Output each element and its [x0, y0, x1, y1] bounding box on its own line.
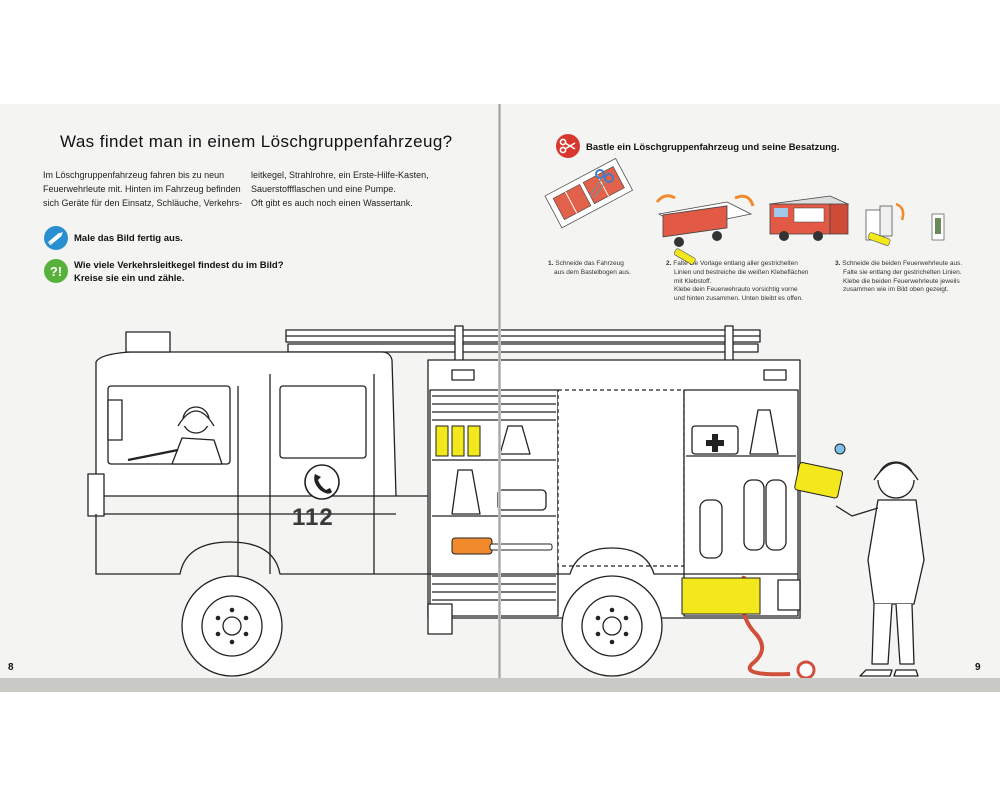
craft-step-1: 1. Schneide das Fahrzeug aus dem Bastelb… — [548, 260, 648, 278]
craft-title: Bastle ein Löschgruppenfahrzeug und sein… — [586, 142, 840, 153]
step-line: aus dem Bastelbogen aus. — [554, 268, 631, 276]
step-line: mit Klebstoff. — [674, 277, 712, 285]
intro-line: Sauerstoffflaschen und eine Pumpe. — [251, 184, 396, 194]
step-number: 2. — [666, 260, 672, 267]
finished-truck-illustration — [768, 195, 850, 241]
step-line: Klebe dein Feuerwehrauto vorsichtig vorn… — [674, 286, 798, 294]
step-line: Klebe die beiden Feuerwehrleute jeweils — [843, 277, 960, 285]
figure-cutout-illustration — [865, 202, 945, 246]
page-number-left: 8 — [8, 662, 14, 673]
ground-strip — [0, 678, 1000, 692]
step-line: Schneide die beiden Feuerwehrleute aus. — [842, 260, 963, 267]
step-line: Linien und bestreiche die weißen Klebefl… — [674, 268, 809, 276]
book-spread: Was findet man in einem Löschgruppenfahr… — [0, 104, 1000, 692]
intro-line: sich Geräte für den Einsatz, Schläuche, … — [43, 198, 243, 208]
craft-step-2: 2. Falte die Vorlage entlang aller gestr… — [666, 260, 826, 304]
phone-icon — [314, 474, 332, 494]
task-line: Wie viele Verkehrsleitkegel findest du i… — [74, 260, 284, 271]
truck-number: 112 — [292, 504, 334, 531]
intro-column-2: leitkegel, Strahlrohre, ein Erste-Hilfe-… — [251, 168, 429, 210]
scissors-illustration — [589, 169, 614, 199]
step-line: zusammen wie im Bild oben gezeigt. — [843, 286, 949, 294]
intro-line: Im Löschgruppenfahrzeug fahren bis zu ne… — [43, 170, 225, 180]
step-line: Falte sie entlang der gestrichelten Lini… — [843, 268, 962, 276]
svg-text:?!: ?! — [50, 264, 62, 279]
step-line: Schneide das Fahrzeug — [555, 260, 624, 267]
intro-line: leitkegel, Strahlrohre, ein Erste-Hilfe-… — [251, 170, 429, 180]
intro-line: Feuerwehrleute mit. Hinten im Fahrzeug b… — [43, 184, 241, 194]
folding-truck-illustration — [655, 194, 755, 265]
task-color-in: Male das Bild fertig aus. — [74, 233, 183, 244]
task-count-cones: Wie viele Verkehrsleitkegel findest du i… — [74, 259, 284, 285]
page-title: Was findet man in einem Löschgruppenfahr… — [60, 132, 453, 151]
intro-column-1: Im Löschgruppenfahrzeug fahren bis zu ne… — [43, 168, 242, 210]
page-number-right: 9 — [975, 662, 981, 673]
craft-step-3: 3. Schneide die beiden Feuerwehrleute au… — [835, 260, 995, 295]
book-gutter — [498, 104, 501, 692]
cutout-sheet-illustration — [544, 157, 634, 229]
step-line: und hinten zusammen. Unten bleibt es off… — [674, 295, 803, 303]
pencil-icon — [44, 226, 68, 250]
scissors-icon — [556, 134, 580, 158]
question-mark-icon: ?! — [44, 259, 68, 283]
step-number: 1. — [548, 260, 554, 267]
step-line: Falte die Vorlage entlang aller gestrich… — [673, 260, 798, 267]
task-line: Kreise sie ein und zähle. — [74, 273, 185, 284]
step-number: 3. — [835, 260, 841, 267]
intro-line: Oft gibt es auch noch einen Wassertank. — [251, 198, 413, 208]
